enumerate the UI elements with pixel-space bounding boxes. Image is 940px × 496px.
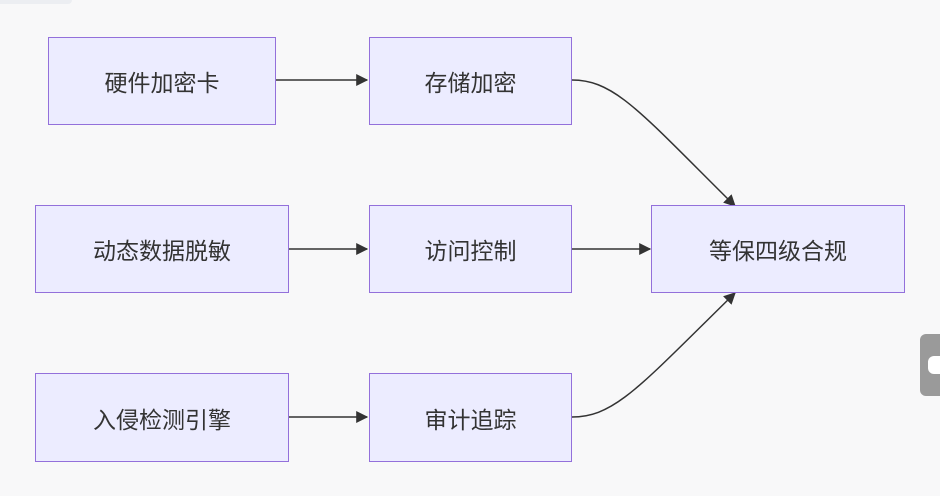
node-mlps-level4-compliance: 等保四级合规: [651, 205, 905, 293]
top-left-tab-edge: [0, 0, 72, 4]
node-label: 审计追踪: [424, 407, 517, 434]
node-dynamic-data-masking: 动态数据脱敏: [35, 205, 289, 293]
node-label: 硬件加密卡: [104, 71, 220, 97]
node-label: 动态数据脱敏: [93, 239, 231, 265]
panel-handle-icon: [928, 356, 940, 374]
node-label: 等保四级合规: [709, 239, 847, 265]
node-label: 存储加密: [424, 71, 517, 97]
node-hardware-encryption-card: 硬件加密卡: [48, 37, 276, 125]
edge-audit-trace-to-compliance: [571, 292, 736, 418]
node-access-control: 访问控制: [369, 205, 572, 293]
node-label: 访问控制: [424, 239, 517, 265]
edge-storage-encrypt-to-compliance: [571, 79, 736, 207]
node-label: 入侵检测引擎: [93, 407, 231, 434]
node-audit-trace: 审计追踪: [369, 373, 572, 462]
node-intrusion-detection-engine: 入侵检测引擎: [35, 373, 289, 462]
side-panel-toggle[interactable]: [920, 334, 940, 396]
node-storage-encryption: 存储加密: [369, 37, 572, 125]
